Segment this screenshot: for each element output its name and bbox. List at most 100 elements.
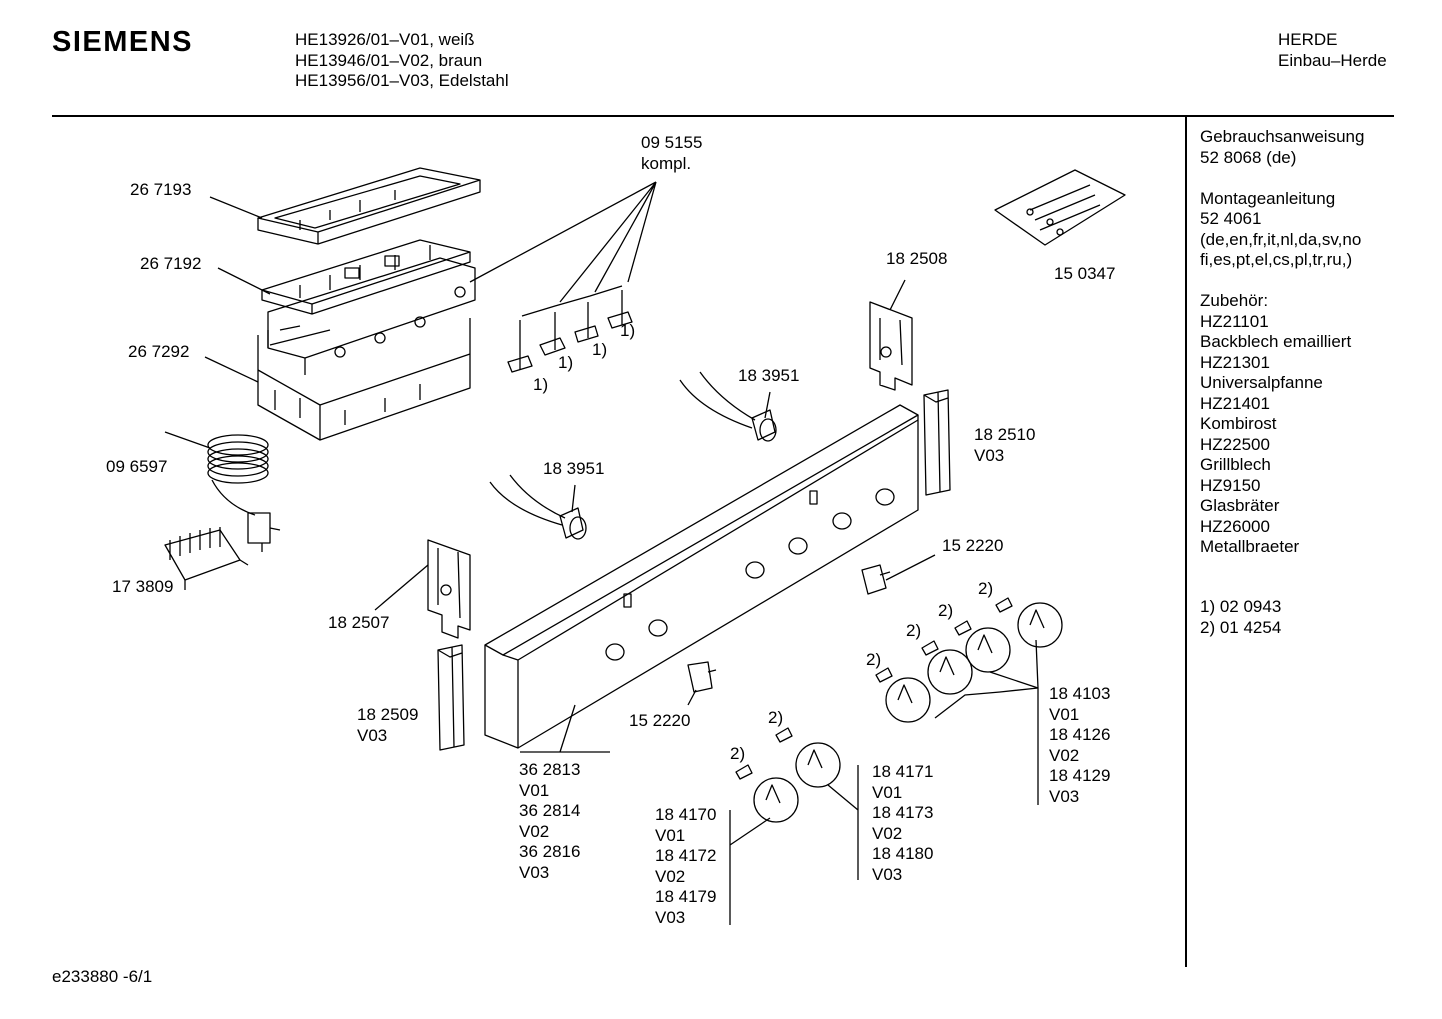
part-number-label: 18 2507 [328, 613, 390, 632]
bracket-part [869, 279, 913, 391]
indicator-lamp-part [679, 371, 777, 442]
footnote-ref: 1) [533, 375, 549, 394]
footnote-ref: 2) [730, 744, 746, 763]
panel-parts-list: 36 2813 V01 36 2814 V02 36 2816 V03 [519, 760, 580, 883]
part-number-label: 36 2814 [519, 801, 581, 820]
knob-parts-list: 18 4170 V01 18 4172 V02 18 4179 V03 [655, 805, 716, 928]
part-number-label: 18 4180 [872, 844, 934, 863]
part-number-label: 18 4170 [655, 805, 717, 824]
variant-label: V01 [519, 780, 550, 800]
knob-part [729, 727, 859, 925]
model-line: HE13956/01–V03, Edelstahl [295, 71, 509, 90]
accessory-code: HZ9150 [1200, 475, 1261, 495]
footnote-list: 1) 02 0943 2) 01 4254 [1200, 597, 1281, 638]
variant-label: V02 [872, 823, 903, 843]
part-number-label: 18 4126 [1049, 725, 1111, 744]
footnote-ref: 1) [620, 321, 636, 340]
part-number-label: 36 2816 [519, 842, 581, 861]
side-profile-part [923, 389, 951, 496]
variant-label: V01 [872, 782, 903, 802]
brand-logo: SIEMENS [52, 26, 194, 58]
switch-assembly-part [469, 181, 657, 373]
part-number-label: 18 4171 [872, 762, 934, 781]
part-number-label: 18 3951 [543, 459, 605, 478]
knob-parts-list: 18 4171 V01 18 4173 V02 18 4180 V03 [872, 762, 933, 885]
sidebar-divider [1185, 117, 1187, 967]
switch-housing-part [257, 257, 476, 441]
part-number-label: 15 2220 [942, 536, 1004, 555]
footnote: 2) 01 4254 [1200, 617, 1282, 637]
part-number-label: 15 0347 [1054, 264, 1116, 283]
assembly-languages: (de,en,fr,it,nl,da,sv,no [1200, 229, 1362, 249]
accessory-name: Backblech emailliert [1200, 332, 1352, 351]
footnote-ref: 1) [592, 340, 608, 359]
variant-label: V02 [1049, 745, 1080, 765]
variant-label: V02 [519, 821, 550, 841]
variant-label: V03 [1049, 786, 1080, 806]
model-line: HE13946/01–V02, braun [295, 50, 483, 70]
screw-bag-part [994, 169, 1126, 246]
part-number-label: 18 2508 [886, 249, 948, 268]
control-board-part [261, 239, 471, 315]
footnote: 1) 02 0943 [1200, 597, 1282, 616]
knob-parts-list: 18 4103 V01 18 4126 V02 18 4129 V03 [1049, 684, 1110, 807]
part-note-label: kompl. [641, 154, 692, 173]
exploded-view-diagram [164, 167, 1126, 925]
part-number-label: 18 4173 [872, 803, 934, 822]
accessory-code: HZ21101 [1200, 311, 1269, 331]
control-panel-part [484, 404, 919, 753]
model-line: HE13926/01–V01, weiß [295, 30, 475, 49]
category-block: HERDE Einbau–Herde [1278, 30, 1387, 71]
variant-label: V03 [357, 726, 388, 745]
subcategory-label: Einbau–Herde [1278, 50, 1387, 70]
accessory-code: HZ26000 [1200, 516, 1270, 536]
part-number-label: 26 7292 [128, 342, 190, 361]
rocker-switch-part [861, 554, 936, 595]
model-list: HE13926/01–V01, weiß HE13946/01–V02, bra… [295, 30, 509, 92]
header-divider [52, 115, 1394, 117]
selector-switch-part [164, 527, 249, 590]
part-number-label: 18 2510 [974, 425, 1036, 444]
part-number-label: 18 2509 [357, 705, 419, 724]
accessory-code: HZ21401 [1200, 393, 1270, 413]
category-label: HERDE [1278, 30, 1338, 49]
footnote-ref: 2) [866, 650, 882, 669]
assembly-title: Montageanleitung [1200, 188, 1336, 208]
footnote-ref: 2) [768, 708, 784, 727]
accessory-name: Universalpfanne [1200, 373, 1323, 392]
sidebar-documents: Gebrauchsanweisung 52 8068 (de) Montagea… [1200, 127, 1364, 558]
indicator-lamp-part [489, 474, 587, 540]
panel-frame-part [257, 167, 481, 245]
part-number-label: 09 5155 [641, 133, 703, 152]
part-number-label: 15 2220 [629, 711, 691, 730]
part-number-label: 36 2813 [519, 760, 581, 779]
accessories-title: Zubehör: [1200, 291, 1269, 310]
part-number-label: 26 7193 [130, 180, 192, 199]
variant-label: V03 [519, 862, 550, 882]
assembly-languages: fi,es,pt,el,cs,pl,tr,ru,) [1200, 250, 1353, 269]
part-number-label: 18 4129 [1049, 766, 1111, 785]
variant-label: V01 [655, 825, 686, 845]
accessory-name: Metallbraeter [1200, 537, 1300, 556]
variant-label: V03 [872, 864, 903, 884]
footnote-ref: 2) [906, 621, 922, 640]
footnote-ref: 1) [558, 353, 574, 372]
part-number-label: 26 7192 [140, 254, 202, 273]
footnote-ref: 2) [978, 579, 994, 598]
accessory-name: Kombirost [1200, 414, 1277, 433]
accessory-name: Glasbräter [1200, 496, 1280, 515]
accessory-code: HZ21301 [1200, 352, 1270, 372]
variant-label: V02 [655, 866, 686, 886]
accessory-code: HZ22500 [1200, 434, 1270, 454]
leader-lines [204, 196, 271, 383]
part-number-label: 18 3951 [738, 366, 800, 385]
assembly-number: 52 4061 [1200, 209, 1262, 228]
part-number-label: 18 4172 [655, 846, 717, 865]
thermostat-part [164, 431, 281, 552]
variant-label: V03 [974, 446, 1005, 465]
manual-number: 52 8068 (de) [1200, 147, 1297, 167]
document-id: e233880 -6/1 [52, 967, 153, 986]
knob-part [875, 597, 1063, 805]
variant-label: V03 [655, 907, 686, 927]
rocker-switch-part [687, 661, 717, 706]
